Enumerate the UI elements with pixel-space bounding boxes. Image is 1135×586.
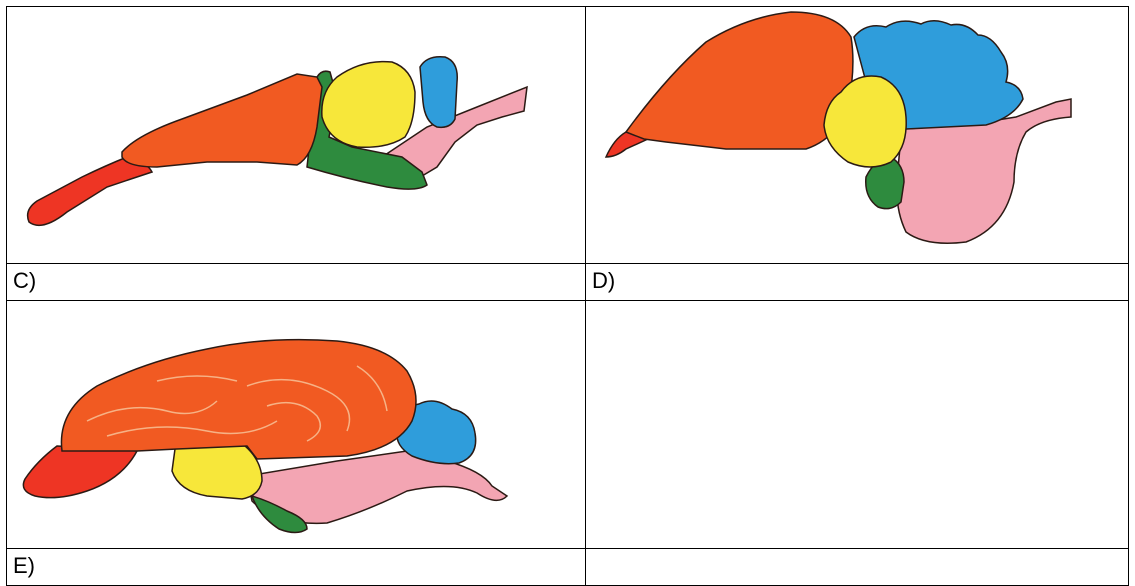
empty-cell bbox=[586, 301, 1128, 548]
empty-label-cell bbox=[586, 549, 1128, 585]
label-d: D) bbox=[586, 264, 1128, 300]
brain-diagram-d bbox=[586, 7, 1128, 263]
label-e-text: E) bbox=[13, 555, 35, 577]
label-d-text: D) bbox=[592, 270, 615, 292]
label-c: C) bbox=[7, 264, 585, 300]
label-c-text: C) bbox=[13, 270, 36, 292]
brain-diagram-c bbox=[7, 7, 585, 263]
label-e: E) bbox=[7, 549, 585, 585]
brain-diagram-e bbox=[7, 301, 585, 548]
